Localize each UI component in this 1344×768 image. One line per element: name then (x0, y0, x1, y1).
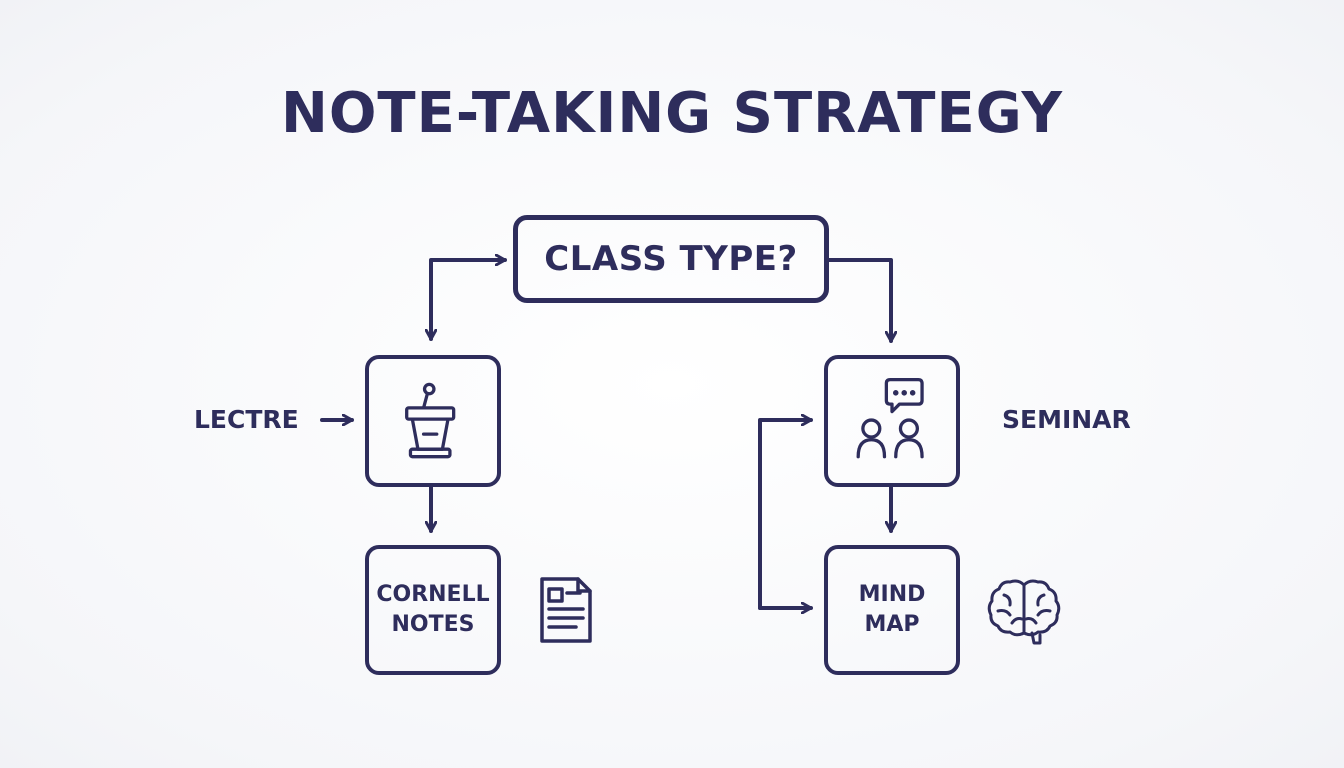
seminar-node (824, 355, 960, 487)
discussion-people-icon (856, 378, 924, 459)
podium-icon (405, 382, 456, 459)
branch-label-seminar: SEMINAR (1002, 405, 1131, 434)
brain-icon (987, 579, 1061, 645)
result-label-cornell-notes: CORNELL NOTES (376, 582, 490, 637)
lecture-node (365, 355, 501, 487)
connector-loop-to-seminar (758, 420, 813, 610)
result-node-cornell-notes: CORNELL NOTES (365, 545, 501, 675)
connector-question-to-lecture (429, 260, 507, 340)
result-node-mind-map: MIND MAP (824, 545, 960, 675)
result-label-mind-map: MIND MAP (858, 582, 926, 637)
page-title: NOTE-TAKING STRATEGY (280, 81, 1064, 146)
document-icon (540, 577, 592, 643)
connector-question-to-seminar (827, 258, 891, 343)
decision-node-class-type: CLASS TYPE? (513, 215, 829, 303)
decision-label: CLASS TYPE? (544, 239, 798, 279)
branch-label-lecture: LECTRE (194, 405, 299, 434)
